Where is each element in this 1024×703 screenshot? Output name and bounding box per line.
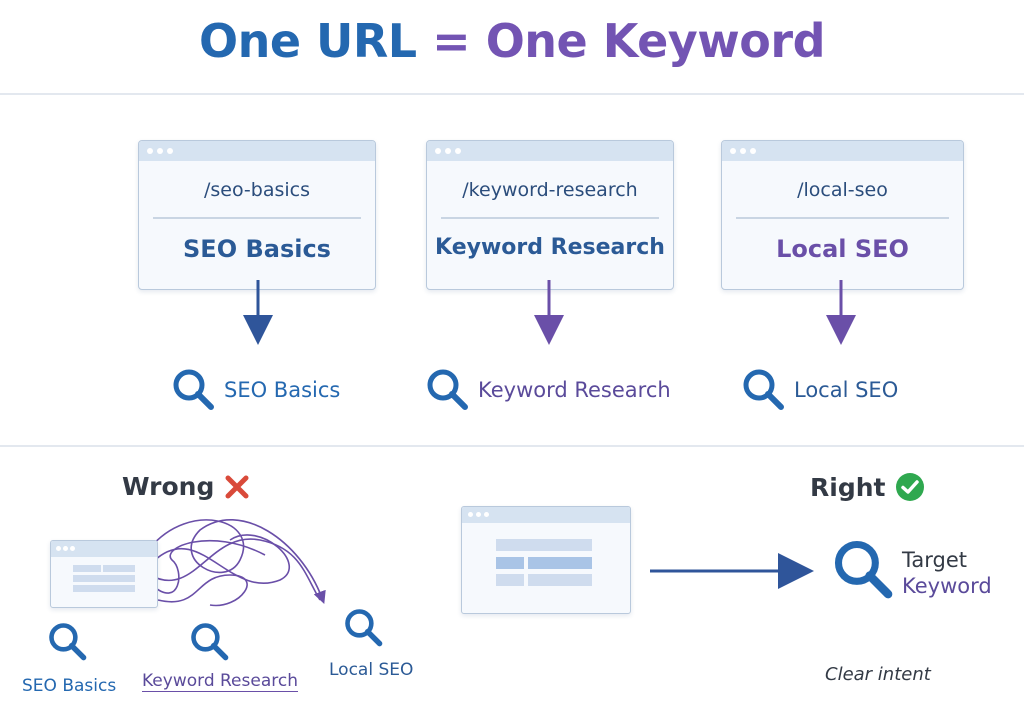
target-label-line1: Target [902, 548, 967, 572]
keyword-local-seo: Local SEO [740, 366, 898, 414]
magnifier-icon [191, 623, 229, 661]
wrong-keyword-label: Local SEO [329, 660, 414, 680]
window-dot [435, 148, 441, 154]
page-title: Keyword Research [435, 235, 665, 260]
wrong-page-window [50, 540, 158, 608]
keyword-keyword-research: Keyword Research [424, 366, 671, 414]
top-divider [0, 93, 1024, 95]
target-magnifier-icon [834, 540, 893, 599]
window-dot [730, 148, 736, 154]
page-title: SEO Basics [183, 235, 331, 263]
content-block [528, 574, 592, 586]
content-block [496, 539, 592, 551]
keyword-label: Keyword Research [478, 378, 671, 402]
window-dot [468, 512, 473, 517]
tangled-arrows [149, 519, 326, 607]
browser-bar [427, 141, 673, 161]
window-dot [484, 512, 489, 517]
browser-bar [462, 507, 630, 523]
browser-bar [51, 541, 157, 557]
page-url: /local-seo [797, 179, 888, 201]
browser-bar [722, 141, 963, 161]
magnifier-icon [49, 623, 87, 661]
diagram-title: One URL = One Keyword [0, 14, 1024, 68]
window-dot [157, 148, 163, 154]
right-text: Right [810, 472, 886, 502]
window-dot [476, 512, 481, 517]
card-divider [736, 217, 949, 219]
window-dot [70, 546, 75, 551]
magnifier-icon [173, 369, 214, 410]
page-url: /keyword-research [462, 179, 638, 201]
window-dot [740, 148, 746, 154]
card-divider [441, 217, 659, 219]
page-url: /seo-basics [203, 179, 311, 201]
right-page-window [461, 506, 631, 614]
window-dot [167, 148, 173, 154]
window-dot [147, 148, 153, 154]
magnifier-icon [345, 609, 383, 647]
title-part-url: One URL [198, 14, 417, 68]
clear-intent-caption: Clear intent [825, 664, 931, 685]
content-block [528, 557, 592, 569]
wrong-keyword-label: Keyword Research [142, 671, 298, 692]
window-dot [750, 148, 756, 154]
page-card-keyword-research: /keyword-research Keyword Research [426, 140, 674, 290]
content-block [496, 574, 524, 586]
content-block [73, 565, 101, 572]
cross-icon [224, 474, 250, 500]
target-label-line2: Keyword [902, 574, 992, 598]
magnifier-icon [427, 369, 468, 410]
wrong-label: Wrong [122, 472, 250, 501]
middle-divider [0, 445, 1024, 447]
card-divider [153, 217, 361, 219]
right-label: Right [810, 472, 925, 502]
browser-bar [139, 141, 375, 161]
keyword-label: Local SEO [794, 378, 899, 402]
title-equals: = [416, 14, 486, 68]
content-block [103, 565, 135, 572]
page-title: Local SEO [776, 235, 909, 263]
wrong-keyword-label: SEO Basics [22, 676, 117, 696]
check-circle-icon [895, 472, 925, 502]
content-block [73, 585, 135, 592]
page-card-local-seo: /local-seo Local SEO [721, 140, 964, 290]
magnifier-icon [743, 369, 784, 410]
keyword-seo-basics: SEO Basics [170, 366, 340, 414]
window-dot [56, 546, 61, 551]
content-block [496, 557, 524, 569]
wrong-text: Wrong [122, 472, 215, 501]
window-dot [455, 148, 461, 154]
content-block [73, 575, 135, 582]
window-dot [445, 148, 451, 154]
window-dot [63, 546, 68, 551]
page-card-seo-basics: /seo-basics SEO Basics [138, 140, 376, 290]
title-part-keyword: One Keyword [485, 14, 826, 68]
keyword-label: SEO Basics [224, 378, 341, 402]
